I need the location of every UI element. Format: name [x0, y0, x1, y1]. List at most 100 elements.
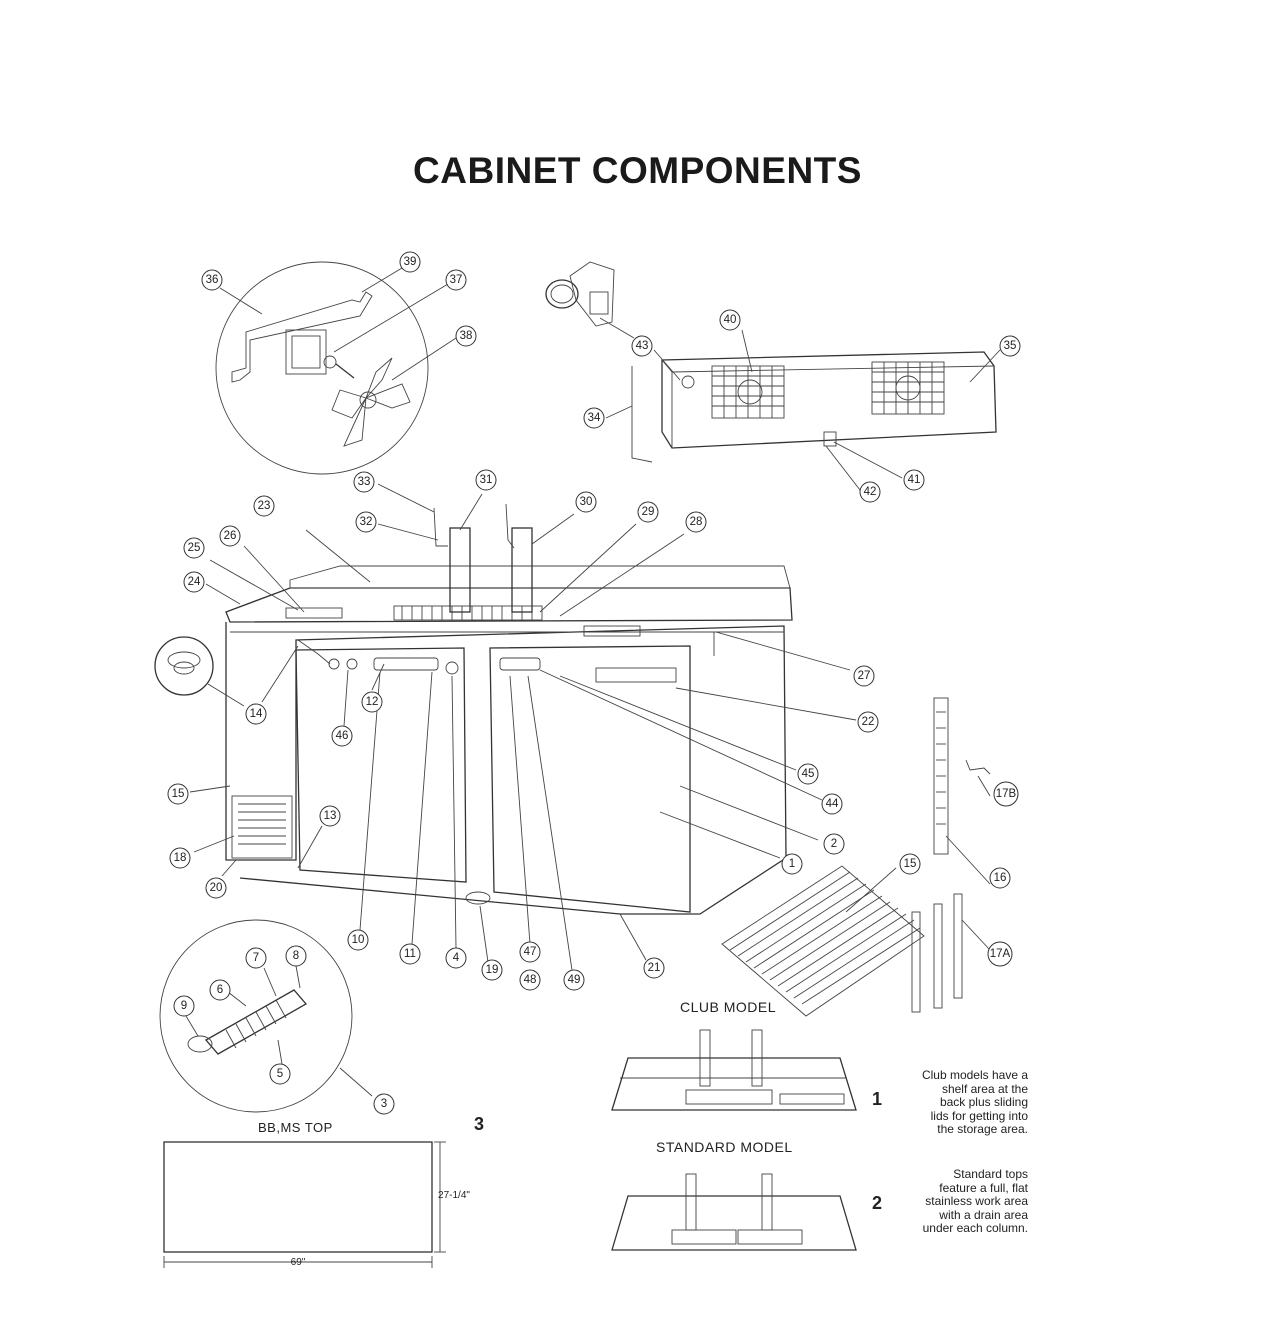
callout-label: 42	[864, 486, 877, 498]
callout-label: 47	[524, 946, 537, 958]
top-label: BB,MS TOP	[258, 1120, 333, 1135]
callout-48: 48	[519, 969, 541, 991]
thermostat-part	[545, 261, 635, 339]
callout-25: 25	[183, 537, 205, 559]
callout-1: 1	[781, 853, 803, 875]
callout-33: 33	[353, 471, 375, 493]
callout-41: 41	[903, 469, 925, 491]
callout-42: 42	[859, 481, 881, 503]
callout-34: 34	[583, 407, 605, 429]
callout-5: 5	[269, 1063, 291, 1085]
callout-label: 44	[826, 798, 839, 810]
callout-label: 36	[206, 274, 219, 286]
standard-model-number: 2	[872, 1193, 883, 1213]
callout-label: 8	[293, 950, 299, 962]
callout-11: 11	[399, 943, 421, 965]
callout-6: 6	[209, 979, 231, 1001]
callout-24: 24	[183, 571, 205, 593]
callout-45: 45	[797, 763, 819, 785]
standard-model-top	[611, 1173, 857, 1251]
standard-model-label: STANDARD MODEL	[656, 1139, 793, 1155]
callout-47: 47	[519, 941, 541, 963]
callout-22: 22	[857, 711, 879, 733]
callout-label: 3	[381, 1098, 387, 1110]
evaporator-cover	[605, 329, 1001, 491]
callout-21: 21	[643, 957, 665, 979]
callout-label: 31	[480, 474, 493, 486]
standard-model-note: Standard tops feature a full, flat stain…	[922, 1167, 1028, 1235]
shelf-and-pilasters	[721, 697, 991, 1017]
bb-ms-top-outline: 69" 27-1/4"	[163, 1141, 470, 1268]
callout-43: 43	[631, 335, 653, 357]
callout-35: 35	[999, 335, 1021, 357]
callout-37: 37	[445, 269, 467, 291]
callout-3: 3	[373, 1093, 395, 1115]
callout-label: 41	[908, 474, 921, 486]
callout-label: 2	[831, 838, 837, 850]
callout-30: 30	[575, 491, 597, 513]
callout-15: 15	[899, 853, 921, 875]
callout-label: 29	[642, 506, 655, 518]
callout-4: 4	[445, 947, 467, 969]
callout-label: 15	[904, 858, 917, 870]
callout-label: 22	[862, 716, 875, 728]
callout-29: 29	[637, 501, 659, 523]
callout-label: 33	[358, 476, 371, 488]
callout-20: 20	[205, 877, 227, 899]
callout-label: 30	[580, 496, 593, 508]
callout-18: 18	[169, 847, 191, 869]
callout-label: 5	[277, 1068, 283, 1080]
depth-dimension: 27-1/4"	[438, 1190, 470, 1201]
callout-label: 32	[360, 516, 373, 528]
callout-label: 17B	[996, 788, 1017, 800]
callout-9: 9	[173, 995, 195, 1017]
callout-label: 15	[172, 788, 185, 800]
callout-16: 16	[989, 867, 1011, 889]
callout-46: 46	[331, 725, 353, 747]
callout-17b: 17B	[993, 781, 1019, 807]
callout-label: 6	[217, 984, 223, 996]
club-model-top	[611, 1029, 857, 1111]
callout-49: 49	[563, 969, 585, 991]
callout-14: 14	[245, 703, 267, 725]
callout-label: 4	[453, 952, 460, 964]
callout-15: 15	[167, 783, 189, 805]
callout-label: 46	[336, 730, 349, 742]
callout-label: 28	[690, 516, 703, 528]
callout-label: 25	[188, 542, 201, 554]
callout-label: 40	[724, 314, 737, 326]
callout-label: 19	[486, 964, 499, 976]
callout-32: 32	[355, 511, 377, 533]
callout-label: 18	[174, 852, 187, 864]
callout-label: 20	[210, 882, 223, 894]
callout-label: 37	[450, 274, 463, 286]
callout-label: 39	[404, 256, 417, 268]
bar-cabinet	[154, 483, 857, 971]
callout-40: 40	[719, 309, 741, 331]
callout-28: 28	[685, 511, 707, 533]
callout-label: 24	[188, 576, 201, 588]
callout-2: 2	[823, 833, 845, 855]
fan-motor-detail	[215, 261, 457, 475]
callout-label: 16	[994, 872, 1007, 884]
callout-label: 12	[366, 696, 379, 708]
callout-44: 44	[821, 793, 843, 815]
callout-label: 14	[250, 708, 263, 720]
callout-label: 34	[588, 412, 601, 424]
callout-label: 26	[224, 530, 237, 542]
callout-19: 19	[481, 959, 503, 981]
club-model-number: 1	[872, 1089, 883, 1109]
callout-label: 49	[568, 974, 581, 986]
callout-label: 21	[648, 962, 661, 974]
top-number: 3	[474, 1114, 485, 1134]
callout-label: 35	[1004, 340, 1017, 352]
callout-36: 36	[201, 269, 223, 291]
callout-31: 31	[475, 469, 497, 491]
callout-label: 11	[404, 948, 416, 960]
callout-label: 27	[858, 670, 871, 682]
callout-label: 9	[181, 1000, 187, 1012]
callout-17a: 17A	[987, 941, 1013, 967]
callout-label: 1	[789, 858, 795, 870]
callout-39: 39	[399, 251, 421, 273]
